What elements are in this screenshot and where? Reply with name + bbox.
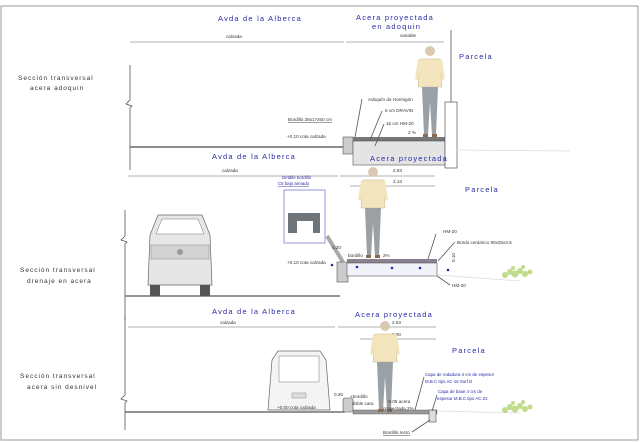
note-acera-line2: proyectada 2% [383, 406, 414, 411]
sidewalk-title-line2: en adoquin [372, 22, 421, 31]
section-label-line2: drenaje en acera [27, 278, 92, 285]
note-cota: +0.10 cota calzada [287, 260, 326, 265]
note-slope: 2 % [408, 130, 416, 135]
note-bordillo: +bordillo [350, 394, 368, 399]
double-curb [342, 397, 354, 413]
car-front [147, 214, 213, 296]
note-bordo: Bordo cerámico 90x25x3.5 [457, 240, 512, 245]
leader-lines [354, 98, 385, 147]
note-hm-top: HM-20 [443, 229, 457, 234]
road-title: Avda de la Alberca [218, 14, 302, 23]
car-rear [267, 350, 331, 411]
section-label: Sección transversal [20, 267, 96, 274]
concrete-base [352, 140, 446, 166]
curb-detail-shape [288, 213, 320, 233]
section-label-line2: acera sin desnivel [27, 384, 97, 391]
curb [342, 136, 354, 155]
section-label: Sección transversal [18, 75, 94, 82]
sidewalk-dimension-label: variable [400, 33, 417, 38]
note-bordillo-recto: Bordillo recto [383, 430, 410, 435]
sidewalk-title: Acera proyectada [355, 310, 433, 319]
break-line [125, 65, 133, 170]
note-bordillo: bordillo [348, 253, 363, 258]
note-hm: 15 cm HM-20 [386, 121, 414, 126]
note-base-line2: espesor M.B.C tipo AC 22 [437, 396, 488, 401]
sidewalk-layers [352, 409, 438, 415]
note-rodadura-line2: M.B.C tipo AC 16 Surf D [425, 379, 472, 384]
leader-lines [427, 233, 456, 286]
section-label-line2: acera adoquin [30, 85, 84, 92]
note-curb-width: 0.20 [334, 392, 343, 397]
note-base: Capa de base 4 cm de [438, 389, 483, 394]
parcel-label: Parcela [465, 185, 499, 194]
road-title: Avda de la Alberca [212, 152, 296, 161]
note-rodadura: Capa de rodadura 4 cm de espesor [425, 372, 495, 377]
ground-line [454, 149, 571, 152]
note-slope: 2% [383, 253, 390, 258]
break-line [120, 315, 128, 430]
leader-lines [411, 376, 438, 433]
section-acera-adoquin: Avda de la Alberca Acera proyectada en a… [18, 13, 571, 170]
section-acera-sin-desnivel: Avda de la Alberca Acera proyectada calz… [20, 307, 533, 435]
sidewalk-inner-dimension-label: 2.13 [393, 179, 402, 184]
road-dimension-label: calzada [226, 34, 242, 39]
parcel-label: Parcela [459, 52, 493, 61]
sidewalk-title: Acera proyectada [370, 154, 448, 163]
drainage-base [346, 262, 438, 277]
note-hm-bottom: HM-20 [452, 283, 466, 288]
road-title: Avda de la Alberca [212, 307, 296, 316]
note-cota: +0.10 cota calzada [287, 134, 326, 139]
curb [336, 261, 349, 283]
section-drenaje-en-acera: Avda de la Alberca Acera proyectada calz… [20, 152, 533, 320]
sidewalk-dimension-label: 2.53 [392, 320, 401, 325]
parcel-label: Parcela [452, 346, 486, 355]
paving-layer [347, 259, 437, 263]
section-label: Sección transversal [20, 373, 96, 380]
note-dravin: 6 cm DRAVIN [385, 108, 413, 113]
detail-title: Detalle bordillo [282, 175, 312, 180]
road-dimension-label: calzada [222, 168, 238, 173]
break-line [120, 210, 128, 320]
sidewalk-dimension-label: 2.53 [393, 168, 402, 173]
paving-layer [353, 137, 445, 141]
sidewalk-title: Acera proyectada [356, 13, 434, 22]
note-cota: +0.00 cota calzada [277, 405, 316, 410]
detail-subtitle: C5 bajo armado [278, 181, 310, 186]
note-height: 0.10 [451, 253, 456, 262]
note-bordillo: Bordillo 28x17x50 cm [288, 117, 332, 122]
note-curb-width: 0.20 [332, 245, 341, 250]
detail-arrow [325, 234, 345, 264]
road-dimension-label: calzada [220, 320, 236, 325]
note-adoquin: Adoquín de Hormigón [368, 97, 413, 102]
note-bordillo-line2: doble cara [352, 401, 374, 406]
ground-line [436, 274, 521, 282]
note-acera: -0.05 acera [387, 399, 411, 404]
